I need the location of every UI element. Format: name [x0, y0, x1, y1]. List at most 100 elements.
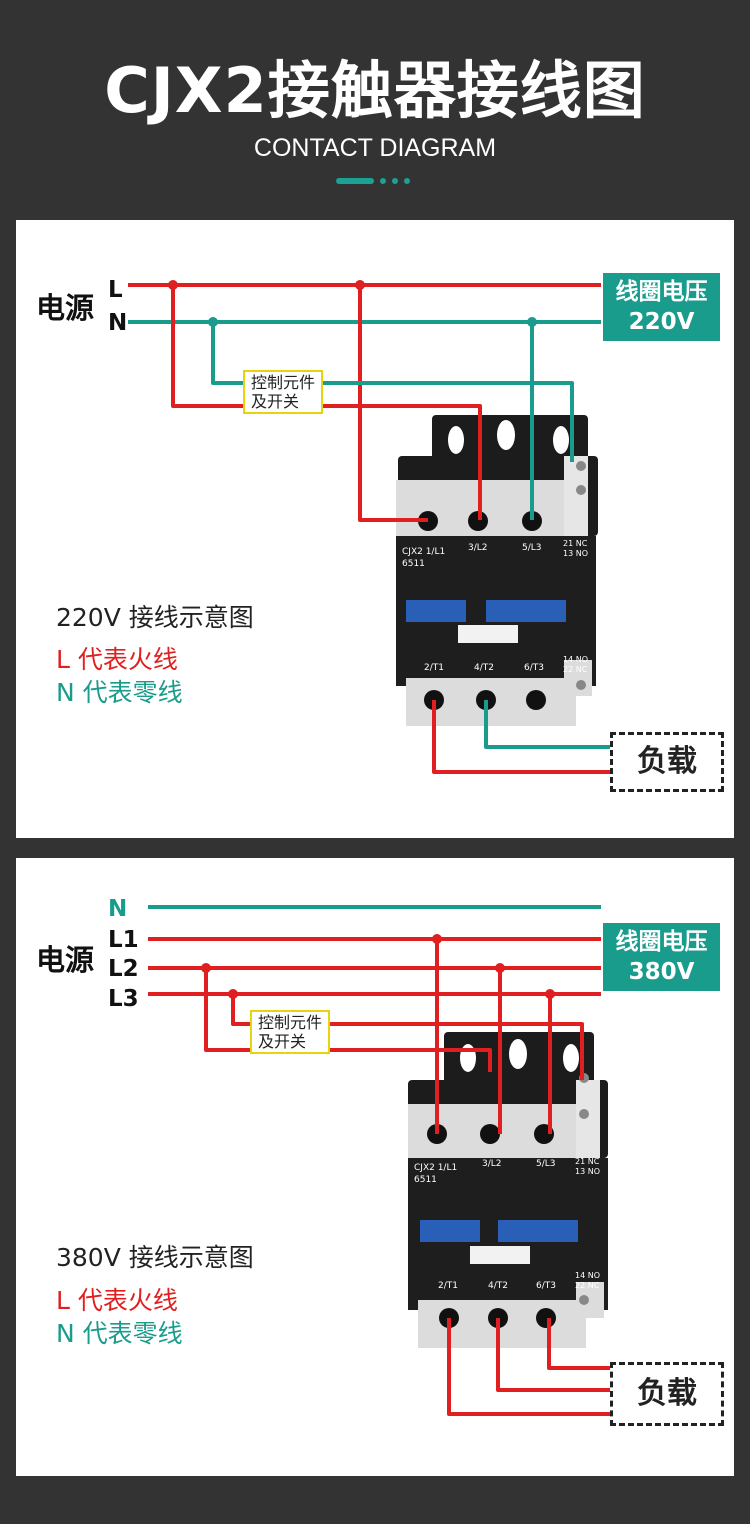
diagram-220v-panel: CJX2 1/L1 6511 3/L2 5/L3 21 NC 13 NO 2/T… [16, 220, 734, 838]
aux-screw [579, 1295, 589, 1305]
coil-voltage-badge: 线圈电压 220V [603, 273, 720, 341]
power-label: 电源 [36, 943, 94, 977]
mount-slot [448, 426, 464, 454]
aux-terminal-bottom [564, 660, 592, 696]
terminal-label-t2: 4/T2 [488, 1281, 508, 1291]
wire-t1-to-load [432, 700, 610, 774]
line-label-l3: L3 [108, 986, 139, 1012]
terminal-l3 [522, 511, 542, 531]
diagram-380v-panel: CJX2 1/L1 6511 3/L2 5/L3 21 NC 13 NO 2/T… [16, 858, 734, 1476]
junction-dot [208, 317, 218, 327]
terminal-label-t3: 6/T3 [524, 663, 544, 673]
junction-dots-220 [168, 280, 537, 327]
diagram-220v-svg: CJX2 1/L1 6511 3/L2 5/L3 21 NC 13 NO 2/T… [36, 277, 610, 774]
wires-380 [148, 905, 610, 1416]
aux-nc-label: 21 NC [575, 1157, 600, 1166]
terminal-label-t1: 2/T1 [438, 1281, 458, 1291]
terminal-label-t1: 2/T1 [424, 663, 444, 673]
aux-contact-strip [576, 1080, 600, 1158]
wire-t1-to-load [447, 1318, 610, 1416]
mount-slot [563, 1044, 579, 1072]
line-label-l: L [108, 277, 123, 303]
terminal-label-l3: 5/L3 [522, 543, 542, 553]
junction-dot [527, 317, 537, 327]
aux-no-label: 13 NO [575, 1167, 600, 1176]
page-title: CJX2接触器接线图 [104, 54, 646, 127]
control-switch-box: 控制元件 及开关 [243, 370, 324, 414]
terminal-t3 [526, 690, 546, 710]
note-live: L 代表火线 [56, 1286, 178, 1315]
load-box: 负载 [610, 1362, 724, 1426]
page-header: CJX2接触器接线图 CONTACT DIAGRAM [0, 0, 750, 220]
junction-dot [432, 934, 442, 944]
terminal-t3 [536, 1308, 556, 1328]
wire-l2-to-switch [204, 968, 492, 1072]
terminal-l2 [480, 1124, 500, 1144]
accent-dot [380, 178, 386, 184]
coil-voltage-label: 线圈电压 [615, 279, 708, 305]
mount-slot [497, 420, 515, 450]
contactor-label-plate [458, 625, 518, 643]
wire-t3-to-load [547, 1318, 610, 1370]
note-neutral: N 代表零线 [56, 1319, 183, 1348]
junction-dot [545, 989, 555, 999]
wire-l3-to-coil [231, 994, 584, 1080]
blue-slider [420, 1220, 480, 1242]
junction-dot [495, 963, 505, 973]
junction-dot [228, 989, 238, 999]
junction-dots-380 [201, 934, 555, 999]
load-box: 负载 [610, 732, 724, 792]
contactor-model: CJX2 1/L1 [402, 547, 445, 557]
aux-screw [579, 1109, 589, 1119]
wire-l-to-switch [171, 285, 482, 520]
coil-voltage-value: 380V [628, 959, 695, 985]
mount-slot [509, 1039, 527, 1069]
terminal-label-l2: 3/L2 [468, 543, 488, 553]
coil-voltage-value: 220V [628, 309, 695, 335]
accent-bar [336, 178, 374, 184]
aux-no2-label: 14 NO [563, 655, 588, 664]
coil-voltage-badge: 线圈电压 380V [603, 923, 720, 991]
aux-no2-label: 14 NO [575, 1271, 600, 1280]
line-label-n: N [108, 310, 127, 336]
contactor-220: CJX2 1/L1 6511 3/L2 5/L3 21 NC 13 NO 2/T… [396, 415, 598, 726]
mount-slot [553, 426, 569, 454]
control-switch-label-1: 控制元件 [251, 373, 316, 392]
accent-dot [392, 178, 398, 184]
control-switch-label-2: 及开关 [251, 392, 300, 411]
line-label-n: N [108, 896, 127, 922]
terminal-label-t2: 4/T2 [474, 663, 494, 673]
aux-no-label: 13 NO [563, 549, 588, 558]
contactor-code: 6511 [414, 1175, 437, 1185]
power-label: 电源 [36, 291, 94, 325]
contactor-code: 6511 [402, 559, 425, 569]
note-neutral: N 代表零线 [56, 678, 183, 707]
coil-voltage-label: 线圈电压 [615, 929, 708, 955]
terminal-label-l3: 5/L3 [536, 1159, 556, 1169]
diagram-380v-svg: CJX2 1/L1 6511 3/L2 5/L3 21 NC 13 NO 2/T… [36, 896, 610, 1416]
note-title: 220V 接线示意图 [56, 603, 254, 632]
blue-slider [406, 600, 466, 622]
junction-dot [168, 280, 178, 290]
control-switch-label-2: 及开关 [258, 1032, 307, 1051]
control-switch-label-1: 控制元件 [258, 1013, 323, 1032]
wire-l-to-l1 [358, 285, 428, 522]
page-subtitle: CONTACT DIAGRAM [253, 134, 497, 162]
aux-nc2-label: 22 NC [575, 1281, 600, 1290]
aux-screw [576, 485, 586, 495]
note-live: L 代表火线 [56, 645, 178, 674]
blue-slider [486, 600, 566, 622]
contactor-label-plate [470, 1246, 530, 1264]
junction-dot [201, 963, 211, 973]
junction-dot [355, 280, 365, 290]
terminal-label-l2: 3/L2 [482, 1159, 502, 1169]
aux-nc-label: 21 NC [563, 539, 588, 548]
aux-screw [576, 680, 586, 690]
control-switch-box: 控制元件 及开关 [250, 1010, 331, 1054]
line-label-l2: L2 [108, 956, 139, 982]
contactor-model: CJX2 1/L1 [414, 1163, 457, 1173]
terminal-l2 [468, 511, 488, 531]
aux-nc2-label: 22 NC [563, 665, 588, 674]
line-label-l1: L1 [108, 927, 139, 953]
wire-n-to-coil [211, 322, 574, 462]
